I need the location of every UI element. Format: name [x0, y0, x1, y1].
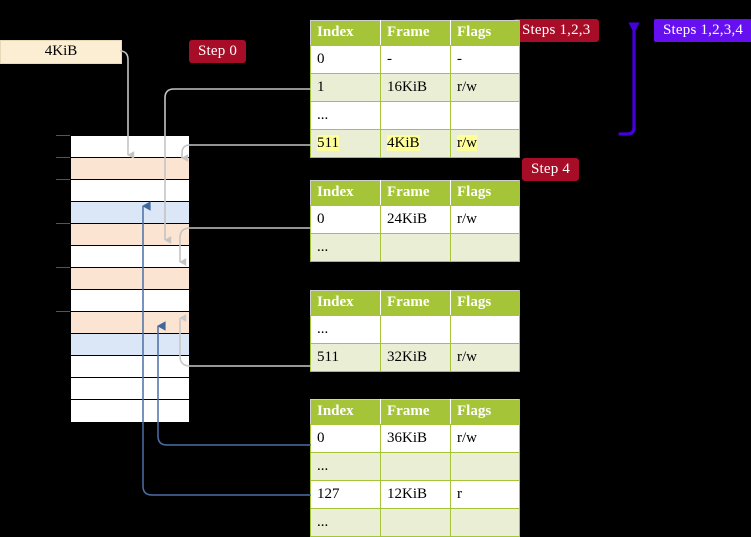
- memory-frame-row: [71, 312, 189, 334]
- column-header-flags: Flags: [450, 290, 520, 316]
- memory-frame-row: [71, 202, 189, 224]
- cell-frame: 32KiB: [380, 343, 451, 372]
- cell-frame: [380, 508, 451, 537]
- cell-index: ...: [310, 452, 381, 481]
- column-header-index: Index: [310, 290, 381, 316]
- column-header-flags: Flags: [450, 399, 520, 425]
- badge-step-4: Step 4: [522, 158, 580, 181]
- column-header-frame: Frame: [380, 290, 451, 316]
- column-header-index: Index: [310, 180, 381, 206]
- memory-frame-row: [71, 378, 189, 400]
- cell-flags: r: [450, 480, 520, 509]
- column-header-frame: Frame: [380, 180, 451, 206]
- cell-flags: r/w: [450, 73, 520, 102]
- table-row[interactable]: ...: [310, 315, 520, 344]
- memory-frame-row: [71, 400, 189, 422]
- table-row[interactable]: 511 4KiB r/w: [310, 129, 520, 158]
- cell-frame: [380, 452, 451, 481]
- table-row[interactable]: 0--: [310, 45, 520, 74]
- highlighted-value: 511: [317, 134, 339, 151]
- cell-index: 127: [310, 480, 381, 509]
- column-header-index: Index: [310, 20, 381, 46]
- cell-index: ...: [310, 233, 381, 262]
- cell-frame: -: [380, 45, 451, 74]
- highlighted-value: r/w: [457, 134, 477, 151]
- cell-index: ...: [310, 315, 381, 344]
- cell-index: 1: [310, 73, 381, 102]
- cell-index: 0: [310, 205, 381, 234]
- memory-frame-row: [71, 180, 189, 202]
- cell-flags: [450, 452, 520, 481]
- memory-frame-row: [71, 356, 189, 378]
- memory-row-tick: [56, 157, 70, 158]
- cell-flags: r/w: [450, 205, 520, 234]
- cell-flags: r/w: [450, 424, 520, 453]
- column-header-flags: Flags: [450, 20, 520, 46]
- connector-l0-row511-to-memory: [181, 144, 311, 162]
- cell-index: 511: [310, 343, 381, 372]
- table-row[interactable]: ...: [310, 452, 520, 481]
- cell-frame: 4KiB: [380, 129, 451, 158]
- memory-frame-row: [71, 136, 189, 158]
- highlighted-value: 4KiB: [387, 134, 420, 151]
- badge-steps-1234: Steps 1,2,3,4: [654, 19, 751, 42]
- cell-flags: [450, 233, 520, 262]
- table-row[interactable]: ...: [310, 508, 520, 537]
- column-header-frame: Frame: [380, 20, 451, 46]
- cell-index: ...: [310, 508, 381, 537]
- memory-frame-row: [71, 158, 189, 180]
- memory-frame-row: [71, 246, 189, 268]
- badge-steps-123: Steps 1,2,3: [513, 19, 600, 42]
- cell-index: 511: [310, 129, 381, 158]
- cell-flags: r/w: [450, 129, 520, 158]
- memory-row-tick: [56, 135, 70, 136]
- column-header-index: Index: [310, 399, 381, 425]
- cell-frame: 36KiB: [380, 424, 451, 453]
- memory-row-tick: [56, 179, 70, 180]
- physical-memory-column: [70, 135, 190, 423]
- cell-frame: [380, 233, 451, 262]
- connector-l1-row0-to-memory: [179, 227, 311, 266]
- cell-flags: [450, 315, 520, 344]
- cell-flags: [450, 101, 520, 130]
- frame-4kib-box: 4KiB: [0, 40, 122, 64]
- table-row[interactable]: ...: [310, 233, 520, 262]
- cell-flags: r/w: [450, 343, 520, 372]
- memory-row-tick: [56, 267, 70, 268]
- memory-row-tick: [56, 223, 70, 224]
- table-row[interactable]: ...: [310, 101, 520, 130]
- cell-frame: [380, 315, 451, 344]
- cell-frame: 16KiB: [380, 73, 451, 102]
- cell-index: ...: [310, 101, 381, 130]
- column-header-flags: Flags: [450, 180, 520, 206]
- cell-frame: [380, 101, 451, 130]
- cell-flags: [450, 508, 520, 537]
- column-header-frame: Frame: [380, 399, 451, 425]
- memory-frame-row: [71, 268, 189, 290]
- badge-step-0: Step 0: [189, 40, 247, 63]
- cell-frame: 12KiB: [380, 480, 451, 509]
- cell-index: 0: [310, 45, 381, 74]
- memory-row-tick: [56, 311, 70, 312]
- cell-frame: 24KiB: [380, 205, 451, 234]
- connector-l2-row511-to-memory: [179, 314, 311, 367]
- cell-index: 0: [310, 424, 381, 453]
- memory-frame-row: [71, 224, 189, 246]
- cell-flags: -: [450, 45, 520, 74]
- memory-frame-row: [71, 334, 189, 356]
- violet-loop-arrow: [618, 22, 640, 136]
- memory-frame-row: [71, 290, 189, 312]
